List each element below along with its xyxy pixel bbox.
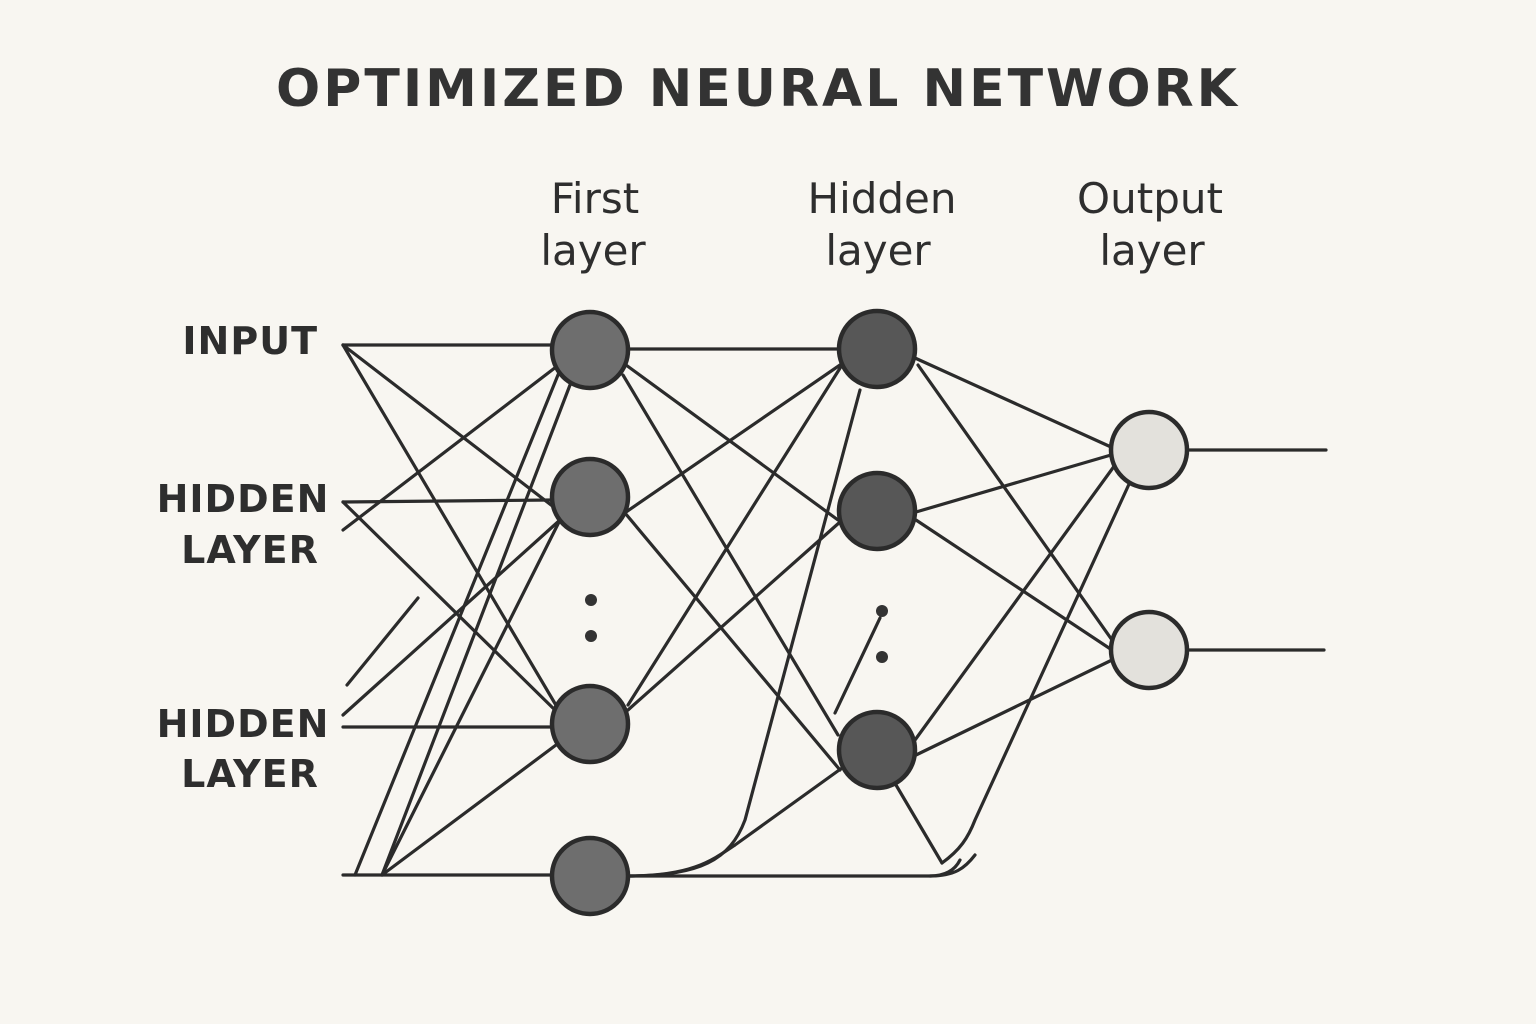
bottom-curve [928,853,977,878]
hidden-layer-side-label-1-line2: LAYER [181,528,319,572]
hidden-layer-node-3 [836,709,918,791]
first-layer-node-3 [549,683,631,765]
hidden-layer-ellipsis-dot-2 [876,651,888,663]
bottom-to-first-1b [380,383,572,877]
input-label: INPUT [182,319,318,363]
output-layer-label-line2: layer [1099,226,1205,275]
input-to-first-2 [341,343,557,510]
side-labels: INPUT HIDDEN LAYER HIDDEN LAYER [157,319,330,796]
output-layer-node-2 [1108,609,1190,691]
h2-o2 [914,518,1114,652]
first-layer-ellipsis-dot-1 [585,594,597,606]
f1-h2 [624,363,840,522]
hidden-to-first-1 [341,365,558,532]
hidden-layer-label-line2: layer [825,226,931,275]
f1-h3 [621,373,840,737]
bottom-to-first-3 [380,743,558,877]
f2-h3 [623,511,842,772]
h3-o1 [913,463,1117,742]
f4-h3 [626,766,844,878]
bottom-to-first-2 [380,518,562,877]
first-layer-node-4 [549,835,631,917]
first-layer-ellipsis-dot-2 [585,630,597,642]
h1-o1 [913,356,1113,449]
h-ellipsis-link [833,616,882,715]
stray-line [345,596,420,687]
bottom-to-first-1 [353,368,562,877]
f4-h1 [626,388,862,878]
f3-h2 [626,520,842,712]
column-labels: First layer Hidden layer Output layer [540,174,1223,275]
hidden-to-first-2 [341,498,554,504]
h3-down [894,783,944,865]
hidden-layer-side-label-2-line2: LAYER [181,752,319,796]
f3-h1 [626,363,844,707]
h3-o2 [914,658,1114,757]
output-layer-node-1 [1108,409,1190,491]
output-layer-label-line1: Output [1077,174,1223,223]
hidden-layer-side-label-2-line1: HIDDEN [157,702,330,746]
f2-h1 [624,363,842,514]
first-layer-node-2 [549,456,631,538]
hidden-layer-node-1 [836,308,918,390]
hidden-layer-node-2 [836,470,918,552]
first-layer-node-1 [549,309,631,391]
hidden-layer-side-label-1-line1: HIDDEN [157,477,330,521]
hidden-layer-ellipsis-dot-1 [876,605,888,617]
h2-o1 [914,453,1113,514]
connections [341,343,1328,878]
input-to-first-2b [341,518,562,717]
hidden-layer-label-line1: Hidden [807,174,956,223]
bottom-to-o1 [940,480,1132,865]
first-layer-label-line1: First [551,174,639,223]
input-to-first-3 [341,343,562,714]
hidden-to-first-3 [341,500,560,715]
first-layer-label-line2: layer [540,226,646,275]
nodes [549,308,1190,917]
diagram-title: OPTIMIZED NEURAL NETWORK [276,59,1240,119]
